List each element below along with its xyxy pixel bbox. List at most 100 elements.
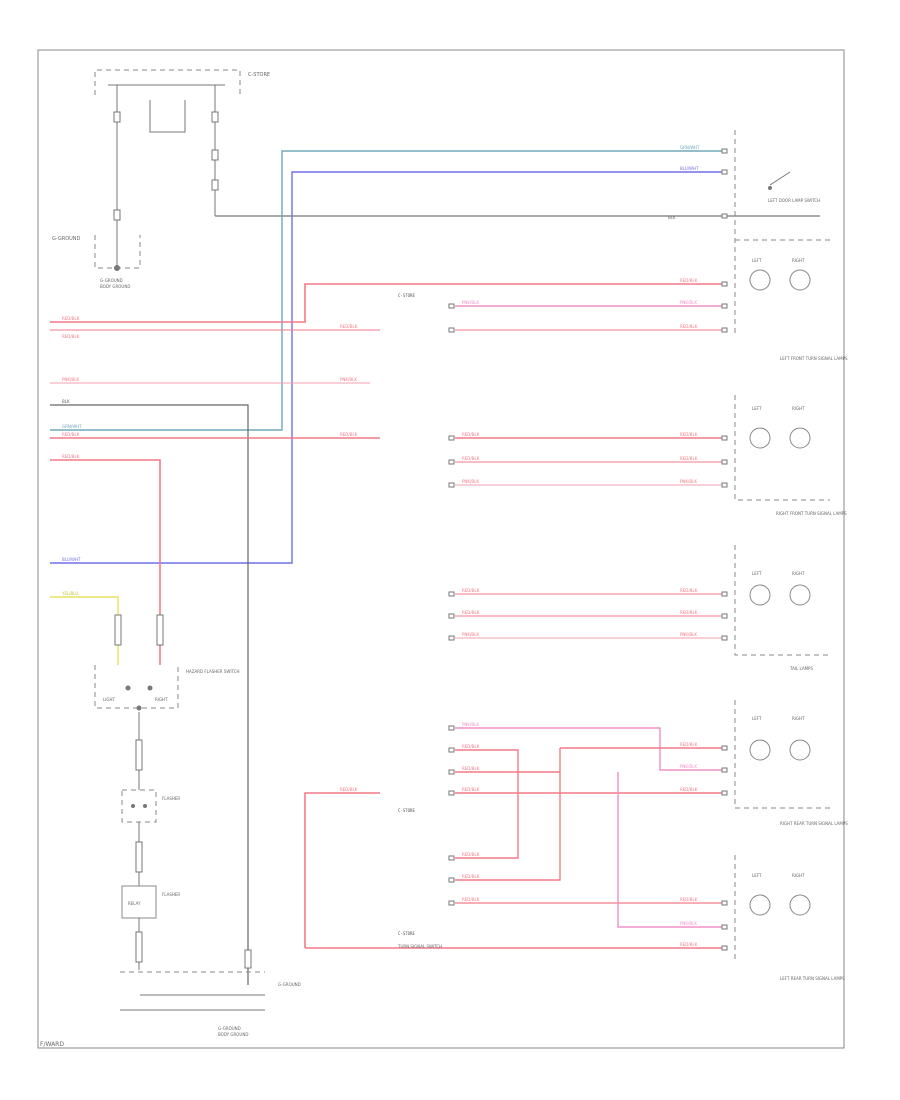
svg-text:FLASHER: FLASHER: [162, 796, 180, 801]
svg-text:PNK/BLK: PNK/BLK: [462, 300, 479, 305]
svg-text:BLK: BLK: [668, 215, 676, 220]
svg-text:RED/BLK: RED/BLK: [462, 610, 480, 615]
switch-pin: [448, 482, 455, 488]
svg-text:PNK/BLK: PNK/BLK: [340, 377, 357, 382]
svg-text:RED/BLK: RED/BLK: [680, 742, 698, 747]
left-door-switch[interactable]: LEFT DOOR LAMP SWITCH: [734, 130, 820, 335]
switch-pin: [448, 877, 455, 883]
svg-text:RED/BLK: RED/BLK: [680, 456, 698, 461]
flasher-1: [121, 789, 157, 823]
lamp-pin: [721, 591, 728, 597]
turn-switch-label: TURN SIGNAL SWITCH: [397, 944, 442, 949]
lamp-pin: [721, 613, 728, 619]
svg-text:PNK/BLK: PNK/BLK: [680, 300, 697, 305]
lamp-pin: [721, 924, 728, 930]
svg-text:RED/BLK: RED/BLK: [680, 324, 698, 329]
lamp-pin: [721, 327, 728, 333]
left-ground: G-GROUND G-GROUND BODY GROUND: [52, 235, 141, 289]
lamp-pin: [721, 635, 728, 641]
bottom-ground: G-GROUND G-GROUND BODY GROUND: [120, 949, 301, 1037]
svg-text:PNK/BLK: PNK/BLK: [680, 764, 697, 769]
svg-text:G-GROUND: G-GROUND: [278, 982, 301, 987]
svg-text:RED/BLK: RED/BLK: [462, 766, 480, 771]
switch-pin: [448, 769, 455, 775]
flasher-chain: FLASHER RELAY FLASHER: [121, 712, 180, 970]
left-ground-label: G-GROUND: [52, 236, 81, 242]
svg-text:BODY GROUND: BODY GROUND: [218, 1032, 248, 1037]
lamp-pin: [721, 900, 728, 906]
right-rear-lamp-label: RIGHT REAR TURN SIGNAL LAMPS: [780, 821, 848, 826]
svg-text:C-STORE: C-STORE: [398, 808, 415, 813]
switch-pin: [448, 591, 455, 597]
svg-text:RED/BLK: RED/BLK: [340, 432, 358, 437]
switch-pin: [448, 613, 455, 619]
svg-text:PNK/BLK: PNK/BLK: [462, 722, 479, 727]
svg-text:RED/BLK: RED/BLK: [680, 432, 698, 437]
switch-pin: [448, 327, 455, 333]
left-front-lamp: LEFT RIGHT LEFT FRONT TURN SIGNAL LAMPS: [735, 239, 848, 361]
svg-text:RED/BLK: RED/BLK: [62, 432, 80, 437]
wire-red-hazard: [50, 459, 161, 665]
svg-text:RED/BLK: RED/BLK: [462, 897, 480, 902]
wire-gray-ground: [50, 404, 249, 985]
svg-text:PNK/BLK: PNK/BLK: [62, 377, 79, 382]
lamp-pin: [721, 169, 728, 175]
svg-text:BODY GROUND: BODY GROUND: [100, 284, 130, 289]
door-switch-label: LEFT DOOR LAMP SWITCH: [768, 198, 820, 203]
svg-text:FLASHER: FLASHER: [162, 892, 180, 897]
lamp-pin: [721, 482, 728, 488]
lamp-pin: [721, 148, 728, 154]
lamp-pin: [721, 745, 728, 751]
svg-text:GRN/WHT: GRN/WHT: [62, 424, 82, 429]
svg-text:RED/BLK: RED/BLK: [462, 787, 480, 792]
right-front-lamp: LEFT RIGHT RIGHT FRONT TURN SIGNAL LAMPS: [734, 395, 847, 516]
svg-text:RED/BLK: RED/BLK: [680, 942, 698, 947]
hazard-switch-label: HAZARD FLASHER SWITCH: [186, 669, 240, 674]
svg-text:BLU/WHT: BLU/WHT: [62, 557, 81, 562]
switch-pin: [448, 303, 455, 309]
lamp-pin: [721, 303, 728, 309]
switch-pin: [448, 459, 455, 465]
svg-text:RED/BLK: RED/BLK: [462, 456, 480, 461]
svg-text:PNK/BLK: PNK/BLK: [680, 921, 697, 926]
lamp-pin: [721, 213, 728, 219]
wire-teal: [50, 150, 725, 431]
left-rear-lamp-label: LEFT REAR TURN SIGNAL LAMPS: [780, 976, 845, 981]
svg-text:RIGHT: RIGHT: [792, 571, 805, 576]
svg-text:RELAY: RELAY: [128, 901, 141, 906]
lamp-pin: [721, 790, 728, 796]
svg-text:LEFT: LEFT: [752, 716, 762, 721]
left-rear-lamp: LEFT RIGHT LEFT REAR TURN SIGNAL LAMPS: [734, 855, 845, 981]
svg-text:RIGHT: RIGHT: [792, 406, 805, 411]
hazard-switch[interactable]: LIGHT RIGHT HAZARD FLASHER SWITCH: [94, 614, 240, 711]
tail-lamps-label: TAIL LAMPS: [789, 666, 813, 671]
svg-text:RED/BLK: RED/BLK: [462, 588, 480, 593]
wires: BLK GRN/WHT GRN/WHT BLU/WHT BLU/WHT RED/…: [50, 145, 820, 985]
connector-pins: [448, 148, 728, 951]
top-connector: C-STORE: [94, 69, 270, 235]
switch-pin: [448, 900, 455, 906]
svg-text:RED/BLK: RED/BLK: [340, 324, 358, 329]
svg-text:RIGHT: RIGHT: [792, 716, 805, 721]
svg-text:RED/BLK: RED/BLK: [462, 744, 480, 749]
top-connector-label: C-STORE: [248, 72, 270, 78]
svg-text:RED/BLK: RED/BLK: [680, 787, 698, 792]
left-front-lamp-label: LEFT FRONT TURN SIGNAL LAMPS: [780, 356, 848, 361]
svg-text:LEFT: LEFT: [752, 571, 762, 576]
svg-text:C-STORE: C-STORE: [398, 293, 415, 298]
svg-text:BLU/WHT: BLU/WHT: [680, 166, 699, 171]
svg-text:RED/BLK: RED/BLK: [62, 454, 80, 459]
svg-text:BLK: BLK: [62, 399, 70, 404]
svg-text:RED/BLK: RED/BLK: [62, 334, 80, 339]
lamp-pin: [721, 945, 728, 951]
wire-blue: [50, 171, 725, 564]
svg-text:PNK/BLK: PNK/BLK: [462, 479, 479, 484]
switch-pin: [448, 725, 455, 731]
svg-text:LIGHT: LIGHT: [103, 697, 116, 702]
right-front-lamp-label: RIGHT FRONT TURN SIGNAL LAMPS: [776, 511, 847, 516]
right-rear-lamp: LEFT RIGHT RIGHT REAR TURN SIGNAL LAMPS: [734, 700, 848, 826]
switch-pin: [448, 855, 455, 861]
switch-pin: [448, 747, 455, 753]
svg-text:PNK/BLK: PNK/BLK: [680, 632, 697, 637]
